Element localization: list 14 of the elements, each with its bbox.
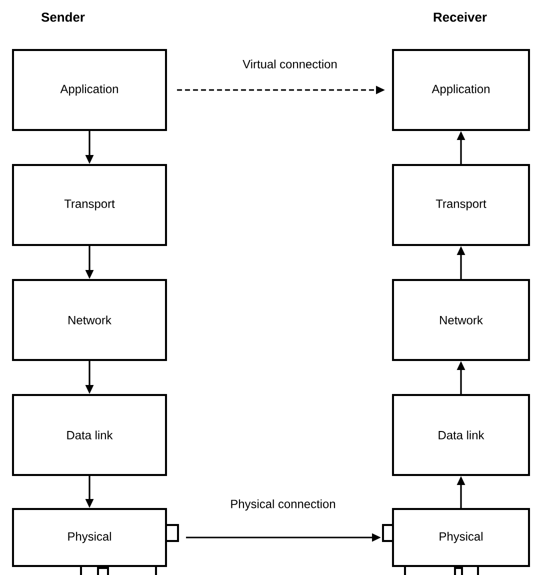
layer-box: Network [12, 279, 167, 361]
column-heading: Receiver [434, 12, 487, 22]
layer-box: Data link [12, 394, 167, 476]
layer-box: Transport [392, 164, 530, 246]
layer-box: Network [392, 279, 530, 361]
layer-box: Physical [392, 508, 530, 567]
layer-box: Application [392, 49, 530, 131]
column-heading: Sender [41, 12, 85, 22]
layer-box: Transport [12, 164, 167, 246]
layer-box: Application [12, 49, 167, 131]
edge-label: Physical connection [229, 498, 337, 512]
layer-box: Physical [12, 508, 167, 567]
layer-box: Data link [392, 394, 530, 476]
edge-label: Virtual connection [242, 58, 338, 70]
